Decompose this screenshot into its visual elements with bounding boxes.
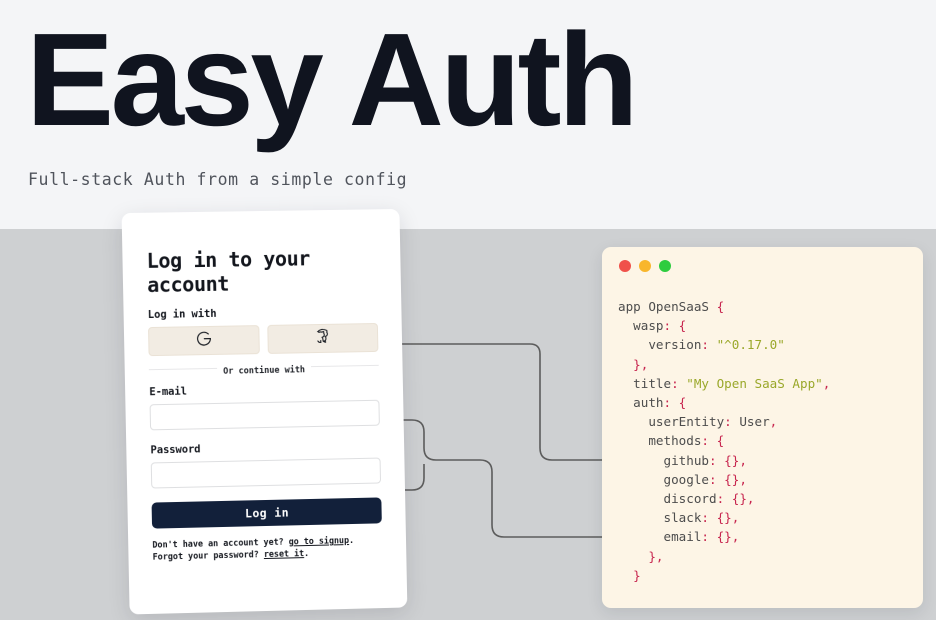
window-controls — [619, 260, 671, 272]
code-token: : {}, — [716, 491, 755, 507]
code-token: : — [724, 414, 740, 430]
code-token: github — [618, 452, 709, 468]
code-token: google — [618, 471, 709, 487]
code-token: : {}, — [701, 510, 740, 526]
reset-password-link[interactable]: reset it — [263, 547, 305, 559]
code-token: wasp — [618, 318, 664, 334]
code-line: slack: {}, — [618, 508, 830, 527]
login-card-footer: Don't have an account yet? go to signup.… — [152, 534, 382, 562]
minimize-window-dot[interactable] — [639, 260, 651, 272]
code-line: github: {}, — [618, 451, 830, 470]
code-line: discord: {}, — [618, 489, 830, 508]
code-line: }, — [618, 547, 830, 566]
code-line: methods: { — [618, 431, 830, 450]
code-token: } — [618, 567, 641, 583]
social-login-row — [148, 322, 379, 357]
code-token: version — [618, 337, 702, 353]
code-line: version: "^0.17.0" — [618, 335, 830, 354]
code-token: slack — [618, 510, 702, 526]
code-line: wasp: { — [618, 316, 830, 335]
code-line: auth: { — [618, 393, 830, 412]
password-label: Password — [150, 443, 201, 457]
go-to-signup-link[interactable]: go to signup — [288, 535, 350, 547]
code-token: title — [618, 375, 672, 391]
code-block: app OpenSaaS { wasp: { version: "^0.17.0… — [618, 297, 830, 585]
login-submit-button[interactable]: Log in — [151, 497, 382, 529]
code-token: : { — [663, 395, 687, 411]
code-token: : {}, — [701, 529, 740, 545]
google-g-icon — [195, 329, 212, 351]
code-line: app OpenSaaS { — [618, 297, 830, 316]
code-token: : — [701, 337, 717, 353]
code-token: "^0.17.0" — [716, 337, 785, 353]
background-band-top — [0, 0, 936, 229]
reset-suffix-text: . — [303, 547, 310, 558]
code-token: : { — [701, 433, 725, 449]
code-token: : { — [663, 318, 687, 334]
continue-divider: Or continue with — [149, 358, 379, 377]
code-token: }, — [618, 356, 649, 372]
code-line: google: {}, — [618, 470, 830, 489]
social-login-label: Log in with — [147, 307, 217, 322]
code-token: User — [739, 414, 770, 430]
email-label: E-mail — [149, 385, 187, 399]
code-panel: app OpenSaaS { wasp: { version: "^0.17.0… — [602, 247, 923, 608]
login-card-title: Log in to your account — [146, 246, 311, 297]
code-line: } — [618, 566, 830, 585]
code-line: }, — [618, 355, 830, 374]
code-token: "My Open SaaS App" — [686, 375, 823, 391]
google-login-button[interactable] — [148, 325, 260, 357]
code-token: userEntity — [618, 414, 725, 430]
signup-suffix-text: . — [348, 534, 355, 546]
code-line: userEntity: User, — [618, 412, 830, 431]
code-line: email: {}, — [618, 527, 830, 546]
code-token: : {}, — [709, 471, 747, 487]
password-input[interactable] — [150, 457, 382, 489]
hero-section: Easy Auth Full-stack Auth from a simple … — [26, 6, 906, 190]
code-token: }, — [618, 548, 664, 564]
close-window-dot[interactable] — [619, 260, 631, 272]
code-token: auth — [618, 395, 664, 411]
code-token: , — [769, 414, 778, 430]
code-token: discord — [618, 491, 717, 507]
page-title: Easy Auth — [26, 6, 639, 153]
code-token: methods — [618, 433, 702, 449]
reset-prefix-text: Forgot your password? — [152, 548, 264, 562]
login-card: Log in to your account Log in with — [121, 208, 408, 615]
github-cat-icon — [314, 327, 331, 349]
code-token: email — [618, 529, 702, 545]
code-token: app OpenSaaS — [618, 299, 717, 314]
email-input[interactable] — [149, 399, 380, 431]
code-token: { — [716, 299, 725, 314]
divider-label: Or continue with — [217, 365, 312, 377]
code-token: : — [671, 375, 687, 391]
code-token: : {}, — [709, 452, 747, 468]
maximize-window-dot[interactable] — [659, 260, 671, 272]
github-login-button[interactable] — [267, 322, 379, 354]
page-subtitle: Full-stack Auth from a simple config — [28, 170, 408, 189]
code-line: title: "My Open SaaS App", — [618, 374, 830, 393]
code-token: , — [822, 375, 831, 391]
